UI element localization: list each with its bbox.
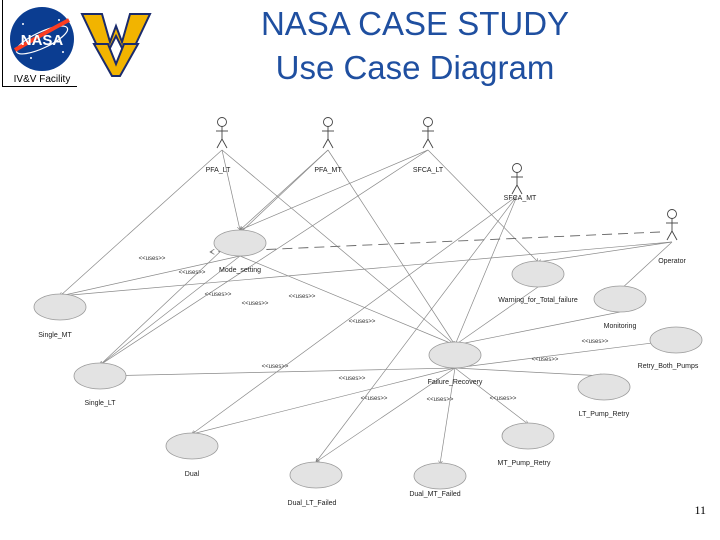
relationship-line bbox=[454, 340, 676, 369]
relationship-line bbox=[100, 255, 241, 365]
use-case-label: LT_Pump_Retry bbox=[579, 411, 630, 418]
uses-stereotype-label: <<uses>> bbox=[532, 357, 559, 363]
nasa-logo: NASA bbox=[10, 7, 74, 71]
relationship-line bbox=[60, 149, 223, 296]
relationship-line bbox=[192, 195, 518, 434]
use-case-mt-pump-retry: MT_Pump_Retry bbox=[498, 422, 555, 467]
uses-stereotype-label: <<uses>> bbox=[289, 294, 316, 300]
relationship-line bbox=[60, 241, 673, 296]
use-case-label: Single_LT bbox=[84, 400, 116, 407]
uses-stereotype-label: <<uses>> bbox=[339, 376, 366, 382]
page-number: 11 bbox=[694, 503, 706, 517]
uses-stereotype-label: <<uses>> bbox=[205, 292, 232, 298]
use-case-dual: Dual bbox=[165, 432, 219, 478]
actor-operator: Operator bbox=[658, 209, 686, 265]
relationship-line bbox=[210, 231, 661, 252]
use-case-mode-setting: Mode_setting bbox=[213, 229, 267, 274]
use-case-label: Failure_Recovery bbox=[428, 379, 483, 386]
relationship-line bbox=[239, 255, 455, 345]
relationship-line bbox=[240, 149, 429, 230]
uses-stereotype-label: <<uses>> bbox=[361, 396, 388, 402]
use-case-label: Retry_Both_Pumps bbox=[638, 363, 699, 370]
slide-subtitle: Use Case Diagram bbox=[275, 49, 555, 86]
relationship-line bbox=[427, 149, 538, 262]
relationship-line bbox=[454, 367, 528, 424]
relationship-line bbox=[100, 367, 456, 376]
uses-stereotype-label: <<uses>> bbox=[349, 319, 376, 325]
slide-title: NASA CASE STUDY bbox=[260, 5, 570, 42]
uses-stereotype-label: <<uses>> bbox=[242, 301, 269, 307]
uses-stereotype-label: <<uses>> bbox=[490, 396, 517, 402]
uses-stereotype-label: <<uses>> bbox=[582, 339, 609, 345]
actor-sfca-lt: SFCA_LT bbox=[413, 117, 444, 174]
relationship-line bbox=[538, 241, 673, 262]
use-case-warning-for-total-failure: Warning_for_Total_failure bbox=[498, 260, 578, 304]
relationship-line bbox=[454, 367, 604, 376]
relationship-line bbox=[455, 311, 621, 345]
actor-label: PFA_MT bbox=[314, 167, 342, 174]
use-case-label: Dual bbox=[185, 471, 200, 478]
svg-text:NASA: NASA bbox=[21, 32, 64, 49]
relationship-line bbox=[455, 286, 539, 345]
use-case-dual-mt-failed: Dual_MT_Failed bbox=[409, 462, 467, 498]
use-case-failure-recovery: Failure_Recovery bbox=[428, 341, 483, 386]
relationship-line bbox=[620, 241, 673, 290]
relationship-line bbox=[100, 149, 429, 365]
actor-sfca-mt: SFCA_MT bbox=[504, 163, 537, 202]
use-case-lt-pump-retry: LT_Pump_Retry bbox=[577, 373, 631, 418]
use-case-single-mt: Single_MT bbox=[33, 293, 87, 339]
uses-stereotype-label: <<uses>> bbox=[139, 256, 166, 262]
wvu-logo: WV bbox=[80, 8, 152, 80]
svg-text:WV: WV bbox=[115, 77, 117, 79]
uses-stereotype-label: <<uses>> bbox=[179, 270, 206, 276]
use-case-label: Monitoring bbox=[604, 323, 637, 330]
use-case-single-lt: Single_LT bbox=[73, 362, 127, 407]
use-case-label: Dual_MT_Failed bbox=[409, 491, 460, 498]
logo-frame: NASA IV&V Facility bbox=[2, 0, 77, 87]
use-case-label: MT_Pump_Retry bbox=[498, 460, 551, 467]
actor-label: SFCA_MT bbox=[504, 195, 537, 202]
actor-label: PFA_LT bbox=[206, 167, 231, 174]
slide-header: NASA IV&V Facility WV NASA CASE STUDY Us… bbox=[0, 0, 720, 100]
relationship-line bbox=[240, 149, 329, 230]
use-case-label: Mode_setting bbox=[219, 267, 261, 274]
relationship-line bbox=[455, 195, 518, 345]
relationship-line bbox=[221, 149, 455, 345]
use-case-label: Warning_for_Total_failure bbox=[498, 297, 578, 304]
relationship-line bbox=[100, 149, 329, 365]
facility-label: IV&V Facility bbox=[13, 74, 71, 85]
actor-pfa-mt: PFA_MT bbox=[314, 117, 342, 174]
actor-label: Operator bbox=[658, 258, 686, 265]
uses-stereotype-label: <<uses>> bbox=[427, 397, 454, 403]
use-case-dual-lt-failed: Dual_LT_Failed bbox=[288, 461, 343, 507]
relationship-line bbox=[316, 367, 456, 462]
relationship-line bbox=[192, 367, 456, 434]
uses-stereotype-label: <<uses>> bbox=[262, 364, 289, 370]
use-case-label: Single_MT bbox=[38, 332, 72, 339]
use-case-monitoring: Monitoring bbox=[593, 285, 647, 330]
relationship-line bbox=[221, 149, 240, 230]
actor-pfa-lt: PFA_LT bbox=[206, 117, 231, 174]
use-case-retry-both-pumps: Retry_Both_Pumps bbox=[638, 326, 703, 370]
relationship-line bbox=[327, 149, 455, 345]
relationship-line bbox=[60, 255, 241, 296]
actor-label: SFCA_LT bbox=[413, 167, 444, 174]
relationship-line bbox=[440, 367, 456, 464]
use-case-label: Dual_LT_Failed bbox=[288, 500, 337, 507]
